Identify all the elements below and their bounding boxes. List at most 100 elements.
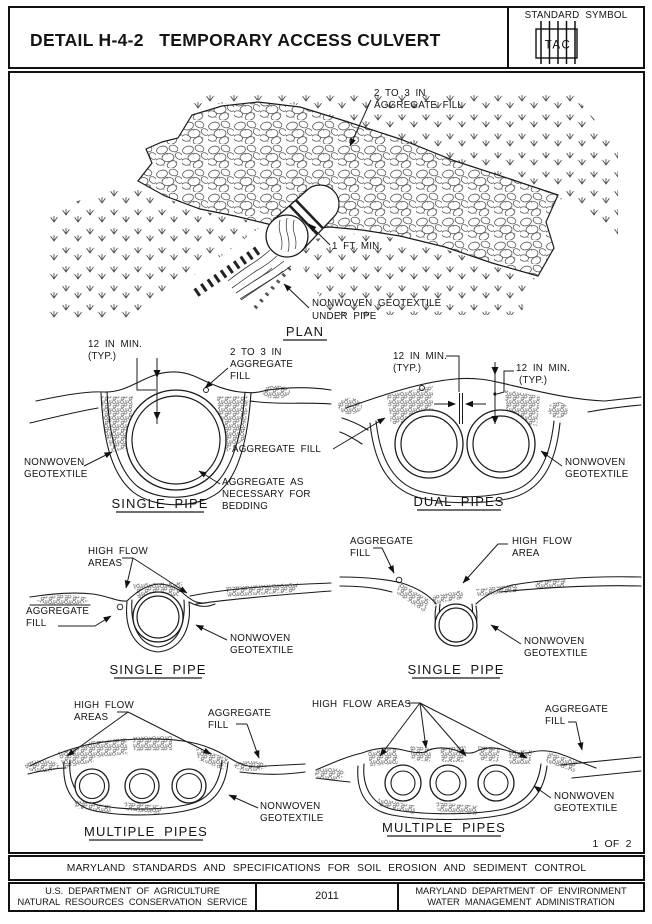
geotextile-wrap-lines: [100, 391, 252, 506]
aggregate-stipple-patches: [396, 579, 566, 612]
tac-grate-bars: [540, 21, 576, 64]
pipe-2-inner-wall: [472, 415, 530, 473]
header-box: [8, 6, 645, 69]
leader-bedding: [198, 470, 221, 485]
plan-drawing: 2 TO 3 IN AGGREGATE FILL 1 FT MIN. NONWO…: [48, 88, 618, 341]
aggregate-fill-label: AGGREGATE: [230, 359, 293, 370]
ground-lines: [29, 371, 332, 424]
bedding-label: BEDDING: [222, 501, 268, 512]
single-pipe-3-title: SINGLE PIPE: [407, 662, 504, 677]
high-flow-label: HIGH FLOW: [88, 546, 148, 557]
aggregate-fill-label: FILL: [350, 548, 371, 559]
leader-geotextile: [540, 450, 563, 467]
grass-area-upper: [190, 90, 618, 240]
multiple-pipes-2-title: MULTIPLE PIPES: [382, 820, 506, 835]
dim1-12in-label: 12 IN MIN.: [393, 351, 447, 362]
leader-high-flow-2: [127, 711, 212, 755]
leader-geotextile-under-pipe: [283, 283, 310, 309]
page-title: DETAIL H-4-2 TEMPORARY ACCESS CULVERT: [30, 30, 441, 50]
single-pipe-1-title: SINGLE PIPE: [111, 496, 208, 511]
geotextile-label: GEOTEXTILE: [230, 645, 294, 656]
surface-curl: [419, 385, 425, 391]
pipe-inlet-water-lines: [278, 217, 297, 253]
dim-typ-label: (TYP.): [88, 351, 116, 362]
geotextile-label: GEOTEXTILE: [24, 469, 88, 480]
plan-aggregate-fill-label: 2 TO 3 IN: [374, 88, 426, 99]
grass-area-lower-right: [300, 233, 536, 315]
standards-band: MARYLAND STANDARDS AND SPECIFICATIONS FO…: [9, 856, 644, 880]
standard-symbol-label: STANDARD SYMBOL: [524, 10, 628, 21]
ground-lines: [339, 576, 642, 605]
geotextile-label: NONWOVEN: [230, 633, 290, 644]
plan-culvert-pipe: [265, 184, 340, 258]
leader-high-flow-2: [132, 557, 188, 594]
sheet-number: 1 OF 2: [592, 838, 631, 850]
surface-curl: [395, 576, 403, 584]
agency-band-box: [8, 882, 645, 912]
gap-dimension: [434, 355, 486, 424]
surface-curl: [116, 603, 124, 611]
year-cell: 2011: [256, 883, 398, 911]
year-text: 2011: [315, 890, 339, 903]
leader-high-flow-3: [419, 702, 467, 757]
geotextile-label: NONWOVEN: [554, 791, 614, 802]
leader-geotextile: [195, 624, 228, 641]
geotextile-label: GEOTEXTILE: [524, 648, 588, 659]
multiple-pipes-1-drawing: HIGH FLOW AREAS AGGREGATE FILL NONWOVEN …: [25, 700, 324, 841]
plan-aggregate-fill-label: AGGREGATE FILL: [374, 100, 463, 111]
aggregate-fill-label: AGGREGATE: [545, 704, 608, 715]
leader-aggregate-fill: [349, 99, 372, 147]
geotextile-wrap-lines: [357, 763, 548, 821]
pipe-1-inner-wall: [400, 415, 458, 473]
geotextile-label: GEOTEXTILE: [565, 469, 629, 480]
leader-aggregate-fill: [332, 417, 386, 450]
leader-aggregate-fill: [575, 721, 584, 751]
leader-high-flow-2: [419, 702, 428, 749]
plan-1ft-min-label: 1 FT MIN.: [332, 241, 382, 252]
aggregate-fill-label: FILL: [208, 720, 229, 731]
high-flow-areas-label: HIGH FLOW AREAS: [312, 699, 411, 710]
usda-cell: U.S. DEPARTMENT OF AGRICULTURE NATURAL R…: [9, 883, 256, 911]
leader-1ft-min: [308, 223, 331, 246]
pipe-inner-wall: [438, 607, 474, 643]
multiple-pipes-1-title: MULTIPLE PIPES: [84, 824, 208, 839]
mde-line-2: WATER MANAGEMENT ADMINISTRATION: [427, 897, 615, 907]
high-flow-label: HIGH FLOW: [512, 536, 572, 547]
pipes: [384, 764, 515, 802]
dim2-typ-label: (TYP.): [519, 375, 547, 386]
high-flow-label: AREAS: [74, 712, 108, 723]
standards-band-box: [8, 855, 645, 881]
aggregate-fill-label: FILL: [230, 371, 251, 382]
dim2-12in-label: 12 IN MIN.: [516, 363, 570, 374]
bedding-label: NECESSARY FOR: [222, 489, 311, 500]
bedding-label: AGGREGATE AS: [222, 477, 304, 488]
geotextile-label: NONWOVEN: [260, 801, 320, 812]
leader-aggregate-fill: [381, 547, 395, 574]
ground-lines: [29, 582, 332, 606]
geotextile-label: GEOTEXTILE: [554, 803, 618, 814]
leader-geotextile: [490, 624, 522, 645]
pipe-inner-wall: [136, 595, 180, 639]
dual-pipes-title: DUAL PIPES: [413, 494, 504, 509]
cover-dimension: [136, 358, 161, 424]
leader-aggregate-fill: [204, 367, 229, 389]
dim1-typ-label: (TYP.): [393, 363, 421, 374]
aggregate-stipple-patches: [315, 746, 578, 815]
leader-geotextile: [83, 451, 113, 467]
tac-symbol-box: [535, 28, 578, 59]
usda-line-1: U.S. DEPARTMENT OF AGRICULTURE: [45, 885, 220, 896]
standards-text: MARYLAND STANDARDS AND SPECIFICATIONS FO…: [66, 862, 587, 874]
plan-geotextile-label: UNDER PIPE: [312, 311, 377, 322]
single-pipe-2-title: SINGLE PIPE: [109, 662, 206, 677]
aggregate-fill-label: AGGREGATE: [350, 536, 413, 547]
leader-aggregate-fill: [58, 615, 112, 627]
cover-dimension: [491, 362, 514, 424]
aggregate-fill-label: 2 TO 3 IN: [230, 347, 282, 358]
leader-high-flow-1: [124, 557, 134, 589]
aggregate-fill-label: AGGREGATE: [26, 606, 89, 617]
single-pipe-2-drawing: HIGH FLOW AREAS AGGREGATE FILL NONWOVEN …: [26, 546, 332, 679]
page-borders: [8, 6, 645, 912]
plan-title: PLAN: [286, 324, 324, 339]
